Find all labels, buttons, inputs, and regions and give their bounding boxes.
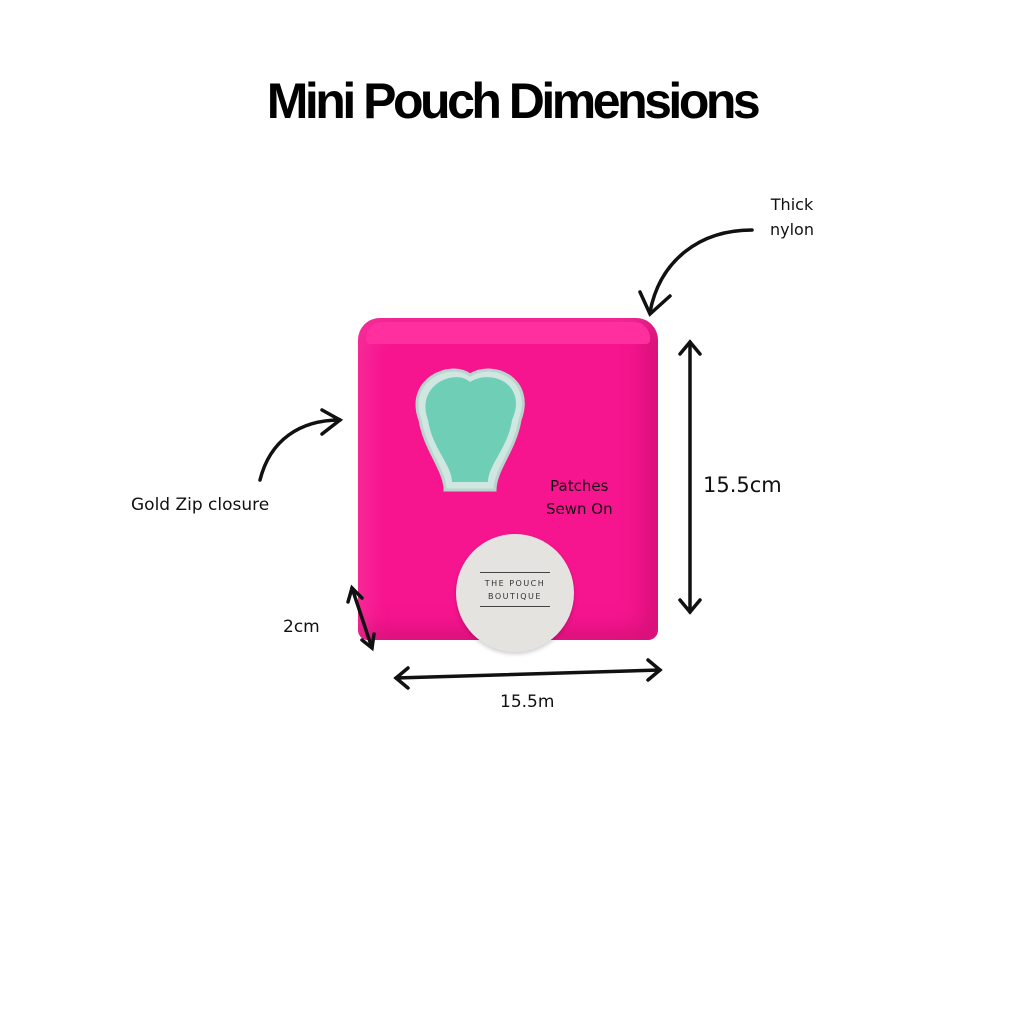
- brand-tag: THE POUCH BOUTIQUE: [456, 534, 574, 652]
- depth-arrow: [350, 586, 374, 650]
- material-arrow: [648, 228, 754, 314]
- closure-arrow: [258, 418, 342, 482]
- tag-line-1: THE POUCH: [484, 579, 546, 588]
- depth-label: 2cm: [283, 617, 320, 637]
- zip-top: [366, 322, 650, 344]
- width-label: 15.5m: [500, 692, 555, 712]
- height-label: 15.5cm: [703, 473, 782, 497]
- material-label: Thick nylon: [770, 195, 814, 239]
- tag-line-2: BOUTIQUE: [488, 592, 542, 601]
- width-arrow: [394, 668, 662, 680]
- page-title: Mini Pouch Dimensions: [266, 73, 761, 129]
- patches-label: Patches Sewn On: [546, 477, 613, 518]
- closure-label: Gold Zip closure: [131, 495, 270, 515]
- shell-patch: [415, 368, 525, 492]
